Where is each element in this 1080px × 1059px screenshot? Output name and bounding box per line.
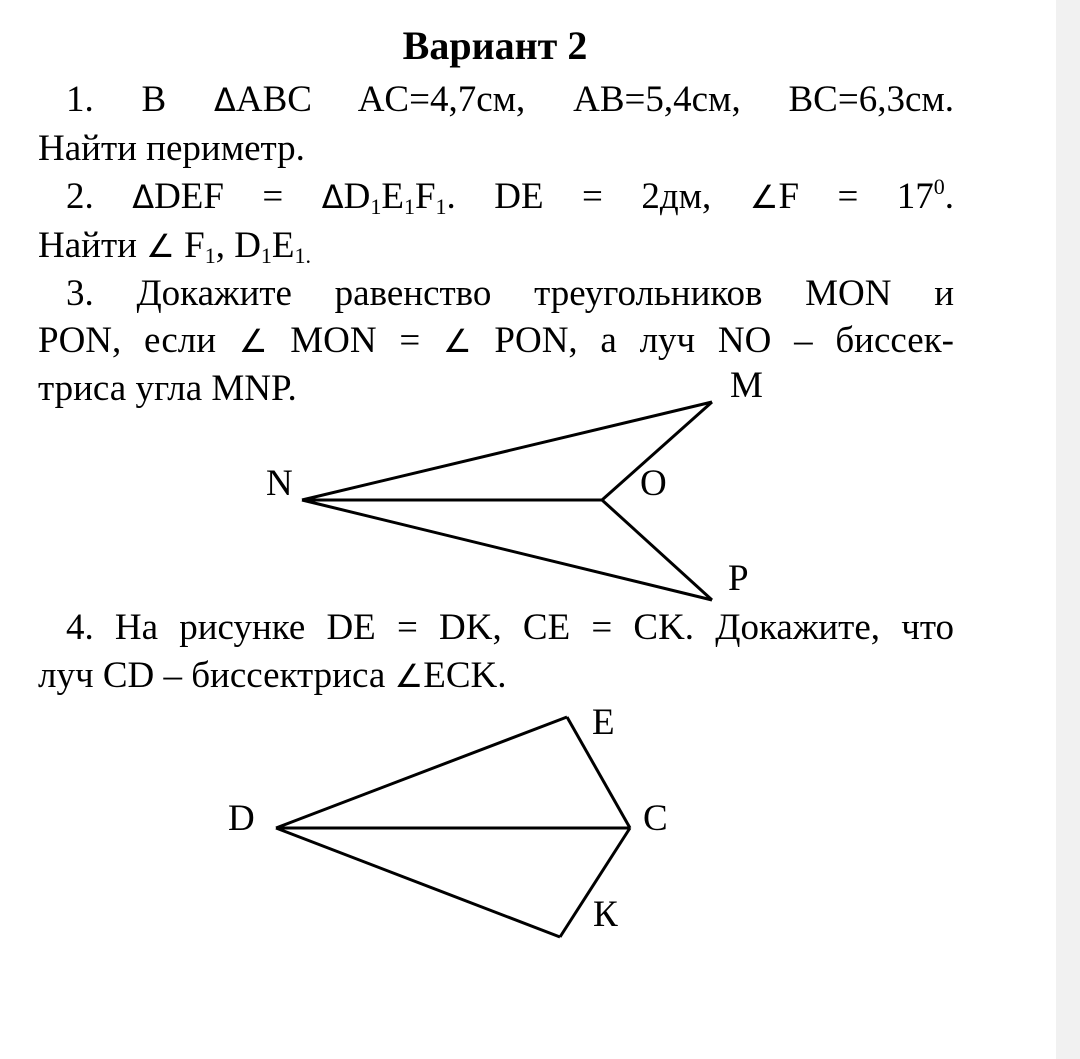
equals-sign: = (582, 176, 603, 217)
figure-mon-pon (275, 400, 714, 939)
angle-symbol-icon: ∠ (238, 322, 268, 360)
right-margin-strip (1056, 0, 1080, 1059)
label-p: P (728, 558, 749, 599)
worksheet-page: Вариант 2 1. В ΔABC AC=4,7см, AB=5,4см, … (38, 23, 955, 939)
side-ac: AC=4,7см, (357, 79, 526, 120)
label-e: E (592, 702, 615, 743)
angle-f-value: 170. (896, 174, 955, 218)
problem-1-line-1: 1. В ΔABC AC=4,7см, AB=5,4см, BC=6,3см. (38, 77, 954, 123)
problem-3-line-2: PON, если ∠ MON = ∠ PON, а луч NO – бисс… (38, 320, 954, 361)
segment-ck (558, 827, 632, 938)
triangle-symbol-icon: Δ (321, 178, 344, 216)
problem-3-line-3: триса угла MNP. (38, 368, 297, 409)
problem-1-question: Найти периметр. (38, 128, 305, 169)
problem-2-question: Найти ∠ F1, D1E1. (38, 225, 312, 268)
side-de-value: 2дм, (641, 176, 712, 217)
problem-1-number: 1. (66, 79, 94, 120)
angle-f: ∠F (749, 176, 800, 217)
problem-4-line-1: 4. На рисунке DE = DK, CE = CK. Докажите… (66, 607, 954, 648)
equals-sign: = (837, 176, 859, 217)
problem-1-word: В (141, 79, 167, 120)
angle-symbol-icon: ∠ (394, 657, 424, 695)
side-ab: AB=5,4см, (573, 79, 741, 120)
problem-4-line-2: луч CD – биссектриса ∠ECK. (38, 655, 507, 696)
label-d: D (228, 798, 255, 839)
label-m: M (730, 365, 763, 406)
label-n: N (266, 463, 293, 504)
segment-np (301, 498, 713, 602)
side-bc: BC=6,3см. (788, 79, 955, 120)
segment-nm (301, 400, 713, 502)
triangle-d1e1f1: ΔD1E1F1. (321, 176, 456, 219)
angle-symbol-icon: ∠ (749, 178, 779, 216)
label-c: C (643, 798, 668, 839)
label-k: К (593, 894, 618, 935)
equals-sign: = (262, 176, 284, 217)
angle-symbol-icon: ∠ (442, 322, 472, 360)
problem-2-line-1: 2. ΔDEF = ΔD1E1F1. DE = 2дм, ∠F = 170. (38, 174, 954, 220)
segment-op (600, 498, 714, 602)
label-o: O (640, 463, 667, 504)
segment-mo (601, 400, 713, 502)
segment-ec (565, 716, 632, 829)
triangle-def: ΔDEF (132, 176, 224, 217)
problem-3-line-1: 3. Докажите равенство треугольников MON … (66, 273, 954, 314)
segment-dk (275, 826, 561, 939)
segment-de (275, 715, 568, 830)
triangle-abc: ΔABC (214, 79, 312, 120)
angle-symbol-icon: ∠ (146, 227, 175, 265)
triangle-symbol-icon: Δ (214, 81, 236, 119)
side-de-label: DE (494, 176, 544, 217)
page-title: Вариант 2 (402, 23, 588, 68)
problem-2-number: 2. (66, 176, 94, 217)
triangle-symbol-icon: Δ (132, 178, 155, 216)
